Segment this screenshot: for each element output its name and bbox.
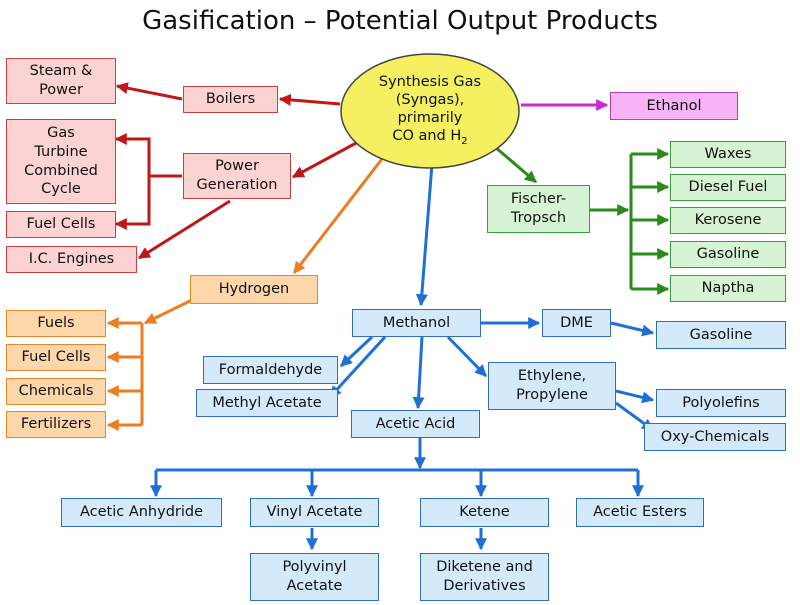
node-steam-power: Steam & Power — [6, 58, 116, 104]
bracket-powergen — [114, 133, 182, 178]
node-methanol: Methanol — [352, 309, 481, 337]
node-methyl-acetate: Methyl Acetate — [196, 389, 338, 417]
node-polyolefins: Polyolefins — [656, 389, 786, 417]
node-dme: DME — [542, 309, 611, 337]
node-ketene: Ketene — [420, 498, 549, 527]
node-fuel-cells-red: Fuel Cells — [6, 211, 116, 238]
syngas-line-3: primarily — [397, 110, 463, 127]
node-ethylene-propylene: Ethylene, Propylene — [488, 362, 616, 410]
arrow-syngas-methanol — [415, 163, 434, 307]
node-kerosene: Kerosene — [670, 207, 786, 234]
syngas-line-4: CO and H2 — [379, 127, 481, 148]
node-chemicals: Chemicals — [6, 378, 106, 405]
node-naptha: Naptha — [670, 275, 786, 302]
node-fuels: Fuels — [6, 310, 106, 337]
diagram-title: Gasification – Potential Output Products — [142, 6, 658, 36]
node-fertilizers: Fertilizers — [6, 411, 106, 438]
node-waxes: Waxes — [670, 141, 786, 168]
arrow-syngas-fischer — [494, 145, 537, 184]
node-diketene-derivatives: Diketene and Derivatives — [420, 553, 549, 601]
node-acetic-acid: Acetic Acid — [351, 410, 480, 438]
arrow-methanol-ethylene — [446, 335, 488, 378]
node-vinyl-acetate: Vinyl Acetate — [250, 498, 379, 527]
arrow-syngas-boilers — [278, 93, 341, 106]
syngas-ellipse — [340, 53, 520, 169]
arrow-methanol-methylacetate — [328, 335, 387, 399]
syngas-line-1: Synthesis Gas — [378, 74, 482, 91]
arrow-syngas-powergen — [291, 140, 359, 179]
node-polyvinyl-acetate: Polyvinyl Acetate — [250, 553, 379, 601]
node-gasoline-blue: Gasoline — [656, 321, 786, 349]
arrow-dme-gasoline — [610, 321, 655, 337]
bracket-powergen-fuelcells — [114, 176, 151, 230]
arrow-powergen-icengines — [137, 199, 231, 260]
node-hydrogen: Hydrogen — [190, 275, 318, 304]
node-synthesis-gas: Synthesis Gas (Syngas), primarily CO and… — [339, 52, 521, 170]
arrow-boilers-steam — [115, 82, 183, 101]
arrow-methanol-formaldehyde — [339, 335, 374, 368]
syngas-subscript: 2 — [461, 136, 468, 148]
syngas-line-2: (Syngas), — [395, 92, 465, 109]
arrow-methanol-aceticacid — [412, 336, 425, 410]
node-gas-turbine: Gas Turbine Combined Cycle — [6, 119, 116, 204]
node-ethanol: Ethanol — [610, 92, 738, 120]
node-fuel-cells-orange: Fuel Cells — [6, 344, 106, 371]
syngas-co-h: CO and H — [392, 128, 462, 145]
node-diesel-fuel: Diesel Fuel — [670, 174, 786, 201]
node-acetic-anhydride: Acetic Anhydride — [61, 498, 222, 527]
node-gasoline-green: Gasoline — [670, 241, 786, 268]
node-power-generation: Power Generation — [183, 153, 291, 199]
node-oxy-chemicals: Oxy-Chemicals — [644, 423, 786, 451]
node-formaldehyde: Formaldehyde — [203, 356, 338, 384]
node-boilers: Boilers — [183, 86, 278, 113]
node-ic-engines: I.C. Engines — [6, 246, 137, 273]
node-fischer-tropsch: Fischer- Tropsch — [487, 185, 590, 233]
syngas-label: Synthesis Gas (Syngas), primarily CO and… — [379, 73, 481, 149]
node-acetic-esters: Acetic Esters — [576, 498, 704, 527]
arrow-syngas-hydrogen — [292, 154, 387, 274]
arrow-ethylene-polyolefins — [615, 389, 655, 404]
arrow-hydrogen-bracket — [143, 298, 193, 325]
